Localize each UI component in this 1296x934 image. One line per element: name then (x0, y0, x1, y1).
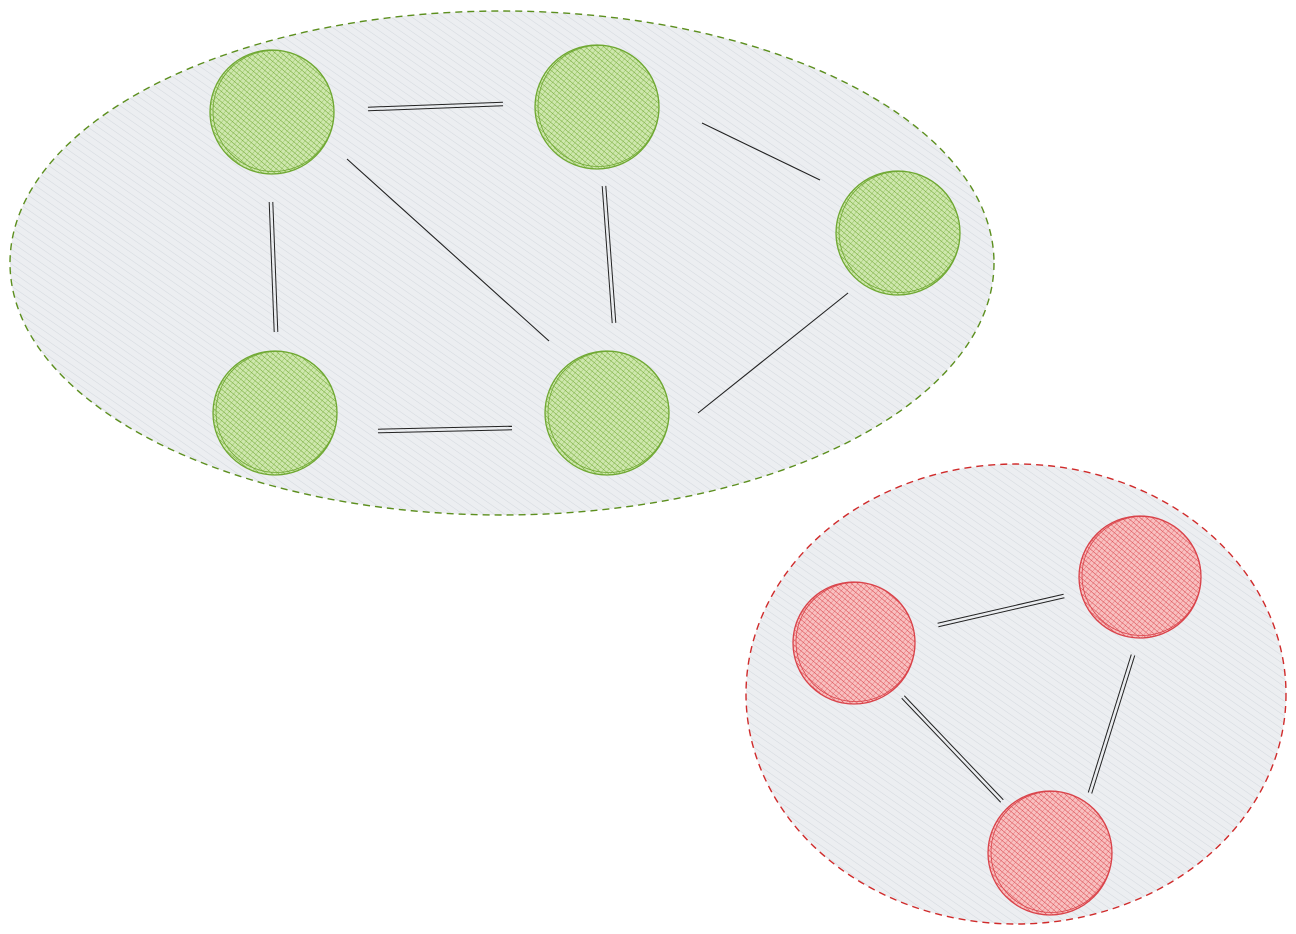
edge-stroke (938, 597, 1065, 628)
edge-stroke (367, 101, 503, 108)
node-outline-sketch (537, 45, 660, 167)
edge-stroke (605, 185, 617, 323)
edge-stroke (701, 122, 821, 181)
node-outline-sketch (212, 50, 335, 172)
node-r2 (1078, 515, 1202, 639)
node-outline-sketch (215, 351, 338, 473)
edge-stroke (937, 593, 1064, 624)
edge-g1-g2 (367, 101, 504, 112)
node-g3 (835, 170, 961, 296)
node-crosshatch (210, 50, 334, 174)
graph-nodes (209, 44, 1202, 916)
edge-stroke (377, 425, 512, 430)
node-crosshatch (793, 582, 915, 704)
edge-stroke (272, 201, 279, 332)
edge-stroke (1091, 655, 1136, 794)
node-outline-sketch (1081, 516, 1202, 636)
cluster-groups (9, 10, 1287, 925)
red-cluster-dashed-border (745, 463, 1287, 925)
edge-stroke (901, 697, 1002, 803)
node-crosshatch (535, 45, 659, 169)
node-outline-sketch (990, 791, 1113, 913)
node-g1 (209, 49, 335, 175)
node-crosshatch (545, 351, 669, 475)
edge-g1-g4 (268, 201, 279, 333)
edge-stroke (601, 186, 613, 324)
edge-r1-r3 (901, 695, 1004, 803)
node-g2 (534, 44, 660, 170)
edge-stroke (697, 292, 849, 414)
node-crosshatch (988, 791, 1112, 915)
node-crosshatch (213, 351, 337, 475)
edge-g1-g5 (346, 158, 550, 342)
edge-stroke (378, 429, 513, 434)
node-outline-sketch (795, 582, 916, 702)
node-r1 (792, 581, 916, 705)
node-g5 (544, 350, 670, 476)
node-outline-sketch (838, 171, 961, 293)
edge-r1-r2 (937, 593, 1065, 628)
graph-edges (268, 101, 1136, 803)
green-cluster-dashed-border (9, 10, 995, 516)
node-r3 (987, 790, 1113, 916)
node-crosshatch (836, 171, 960, 295)
edge-stroke (268, 202, 275, 333)
edge-g5-g3 (697, 292, 849, 414)
edge-r2-r3 (1087, 654, 1136, 794)
node-outline-sketch (547, 351, 670, 473)
edge-g2-g3 (701, 122, 821, 181)
edge-stroke (368, 105, 504, 112)
edge-stroke (1087, 654, 1132, 793)
node-crosshatch (1079, 516, 1201, 638)
edge-stroke (903, 695, 1004, 801)
edge-stroke (346, 158, 550, 342)
edge-g4-g5 (377, 425, 513, 434)
edge-g2-g5 (601, 185, 617, 324)
node-g4 (212, 350, 338, 476)
